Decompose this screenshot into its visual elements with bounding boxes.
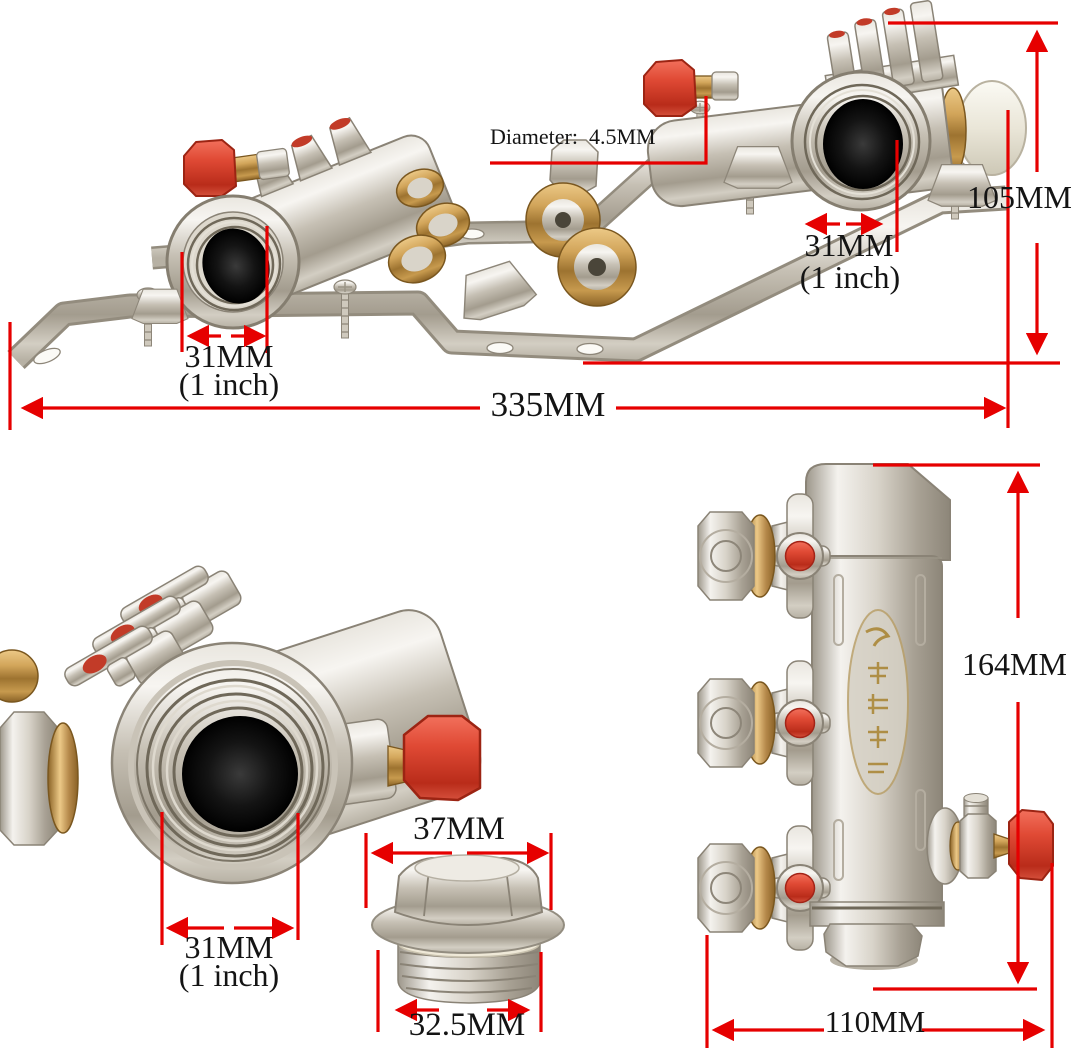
label-assembly-width: 335MM xyxy=(490,385,606,424)
pipe-clamp xyxy=(450,255,540,326)
label-plug-head-width: 37MM xyxy=(413,811,505,847)
end-cap xyxy=(957,80,1027,176)
label-vertical-height: 164MM xyxy=(962,646,1067,682)
plug-hex-head xyxy=(393,854,544,927)
label-assembly-height: 105MM xyxy=(967,179,1072,215)
branch-valves xyxy=(697,493,831,951)
label-right-port-inch: (1 inch) xyxy=(799,259,901,295)
branch-valve xyxy=(697,825,831,951)
vertical-drain-valve xyxy=(926,793,1054,885)
left-drain-valve xyxy=(183,139,290,197)
dimension-annotations xyxy=(8,21,1060,1048)
label-closeup-port-mm: 31MM xyxy=(184,929,274,965)
branch-valve xyxy=(697,660,831,786)
assembly-photo xyxy=(7,0,1027,370)
label-screw-diameter: Diameter: 4.5MM xyxy=(490,124,656,149)
red-cap xyxy=(1008,809,1054,881)
label-plug-thread-width: 32.5MM xyxy=(408,1007,526,1043)
red-cap xyxy=(643,59,697,117)
right-port xyxy=(790,70,932,212)
label-left-port-mm: 31MM xyxy=(184,338,274,374)
left-port xyxy=(165,194,301,330)
label-right-port-mm: 31MM xyxy=(804,227,894,263)
label-vertical-width: 110MM xyxy=(824,1004,926,1039)
diameter-leader-line xyxy=(490,96,708,165)
red-cap xyxy=(402,714,482,802)
closeup-valve-handles xyxy=(64,565,242,687)
label-left-port-inch: (1 inch) xyxy=(178,366,280,402)
closeup-port xyxy=(110,641,354,885)
front-mounting-bracket xyxy=(7,185,1007,370)
closeup-photo xyxy=(0,565,482,885)
manifold-bottom-cap xyxy=(809,901,945,970)
manifold-top-cap xyxy=(805,463,951,561)
right-manifold xyxy=(643,0,1027,212)
brass-outlets xyxy=(387,139,637,307)
label-closeup-port-inch: (1 inch) xyxy=(178,957,280,993)
brand-badge xyxy=(847,609,909,795)
vertical-manifold-photo xyxy=(697,463,1054,970)
plug-photo xyxy=(371,854,565,1004)
right-drain-valve xyxy=(643,59,739,117)
branch-valve xyxy=(697,493,831,619)
closeup-left-fitting xyxy=(0,649,79,846)
red-cap xyxy=(183,139,237,197)
